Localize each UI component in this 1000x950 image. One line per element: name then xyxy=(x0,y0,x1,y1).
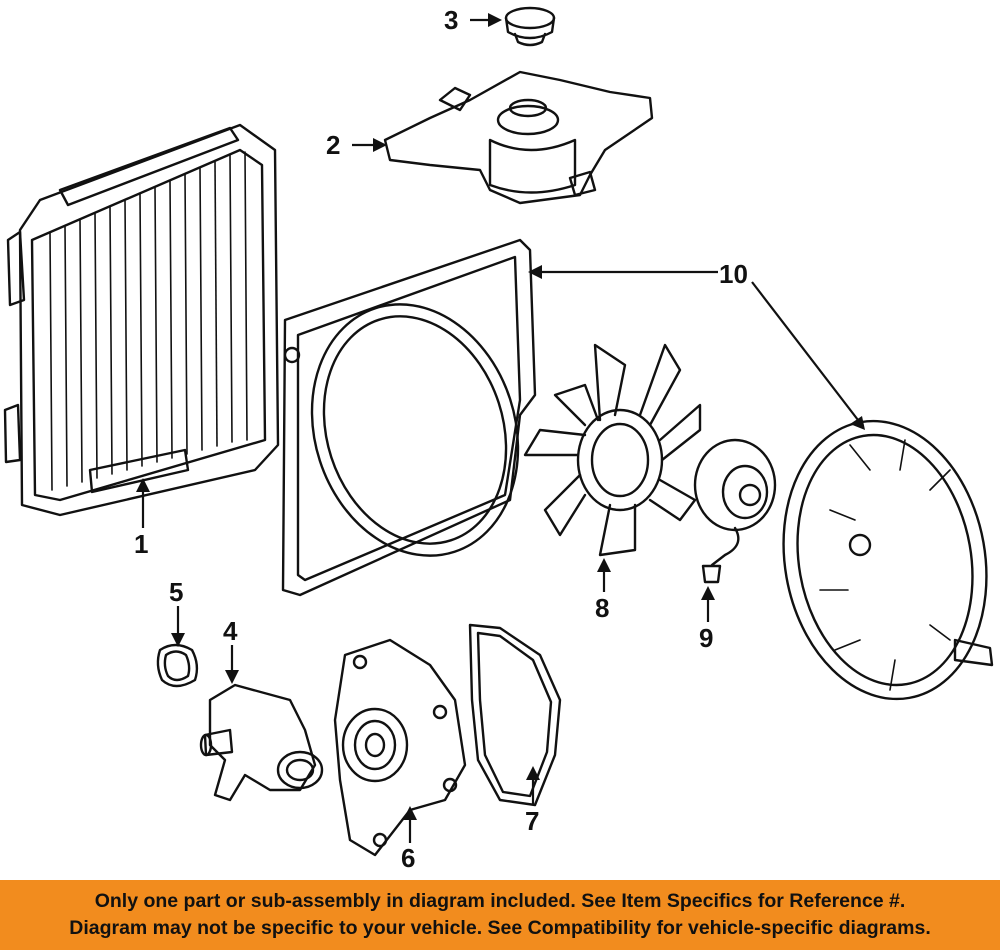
water-pump xyxy=(333,638,467,857)
callout-7: 7 xyxy=(525,806,539,836)
fan-blade xyxy=(523,343,702,557)
fan-motor xyxy=(693,438,777,584)
callout-5: 5 xyxy=(169,577,183,607)
fan-shroud xyxy=(281,238,537,597)
callout-2: 2 xyxy=(326,130,340,160)
fan-guard-ring xyxy=(782,419,994,701)
callout-9: 9 xyxy=(699,623,713,653)
disclaimer-line-2: Diagram may not be specific to your vehi… xyxy=(69,917,931,939)
thermostat-housing xyxy=(199,683,324,802)
callout-6: 6 xyxy=(401,843,415,873)
thermostat-gasket xyxy=(156,643,199,688)
radiator xyxy=(3,123,280,517)
leader-lines xyxy=(136,13,865,843)
callout-3: 3 xyxy=(444,5,458,35)
coolant-reservoir xyxy=(383,70,654,205)
callout-8: 8 xyxy=(595,593,609,623)
reservoir-cap xyxy=(504,6,556,47)
callout-1: 1 xyxy=(134,529,148,559)
disclaimer-banner: Only one part or sub-assembly in diagram… xyxy=(0,880,1000,950)
water-pump-gasket xyxy=(468,623,562,807)
callout-4: 4 xyxy=(223,616,238,646)
parts-diagram: 1 2 3 4 5 6 7 8 9 10 xyxy=(3,5,994,873)
callout-10: 10 xyxy=(719,259,748,289)
disclaimer-line-1: Only one part or sub-assembly in diagram… xyxy=(94,890,906,912)
